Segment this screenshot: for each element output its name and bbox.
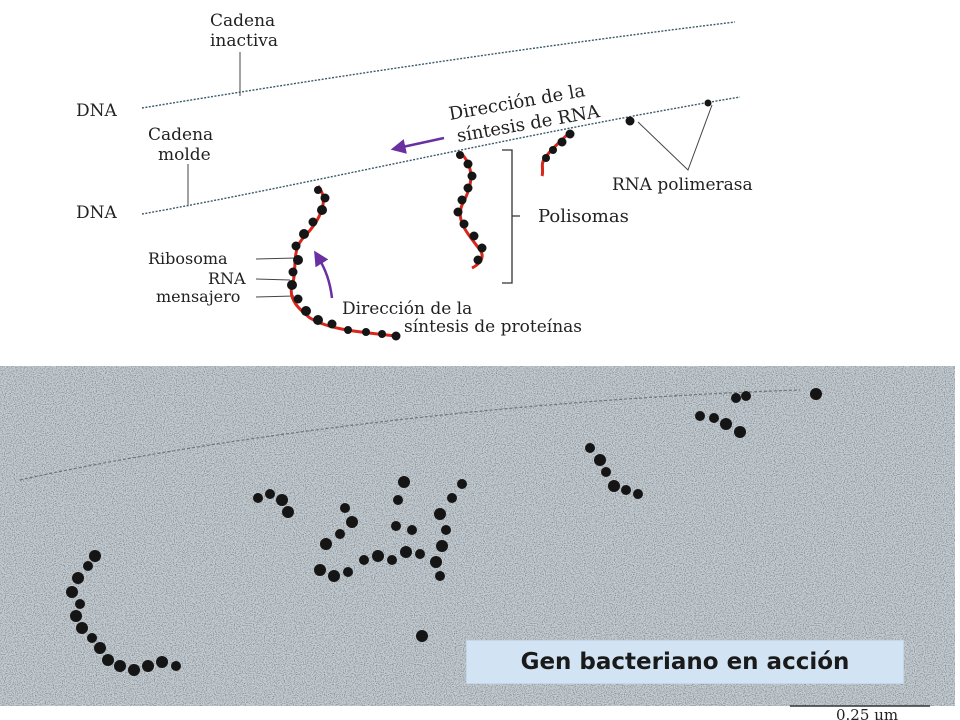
dna-template-strand: [141, 96, 741, 215]
rna-polymerase-1: [625, 116, 635, 126]
micrograph-polysome-small: [253, 489, 294, 518]
micrograph-blob-bottom: [416, 630, 428, 642]
label-protein-direction-2: síntesis de proteínas: [404, 317, 582, 337]
leader-ribosoma: [255, 257, 297, 260]
polisomas-bracket: [502, 149, 520, 284]
leader-rna-polimerasa: [637, 104, 713, 171]
micrograph-polysome-right: [430, 479, 467, 581]
micrograph-polysome-top-right: [695, 388, 822, 438]
ribosomes-long-strand: [287, 186, 401, 341]
label-dna-top: DNA: [76, 101, 118, 121]
label-cadena-inactiva-2: inactiva: [210, 31, 278, 51]
label-cadena-inactiva-1: Cadena: [210, 11, 275, 31]
label-mensajero: mensajero: [156, 287, 240, 306]
label-cadena-molde-2: molde: [158, 145, 211, 165]
mrna-short-strand: [540, 130, 572, 177]
label-cadena-molde-1: Cadena: [148, 125, 213, 145]
label-protein-direction-1: Dirección de la: [342, 299, 472, 319]
caption-box: Gen bacteriano en acción: [466, 640, 904, 684]
label-dna-bottom: DNA: [76, 203, 118, 223]
label-rna: RNA: [208, 269, 246, 288]
label-rna-polimerasa: RNA polimerasa: [612, 175, 753, 195]
caption-text: Gen bacteriano en acción: [520, 649, 850, 675]
micrograph-polysome-upper: [585, 443, 643, 499]
rna-direction-arrow: [390, 136, 445, 154]
ribosomes-middle-strand: [453, 151, 487, 265]
micrograph-polysome-center: [314, 476, 425, 582]
dna-inactive-strand: [141, 21, 736, 109]
leader-rna: [255, 278, 291, 281]
micrograph-polysome-left: [66, 550, 181, 676]
leader-mensajero: [255, 295, 295, 298]
label-polisomas: Polisomas: [538, 206, 629, 227]
protein-direction-arrow: [314, 250, 334, 299]
rna-polymerase-2: [704, 99, 712, 107]
scale-bar-label: 0.25 μm: [836, 706, 898, 720]
ribosomes-short-strand: [542, 129, 575, 162]
label-ribosoma: Ribosoma: [148, 249, 228, 268]
